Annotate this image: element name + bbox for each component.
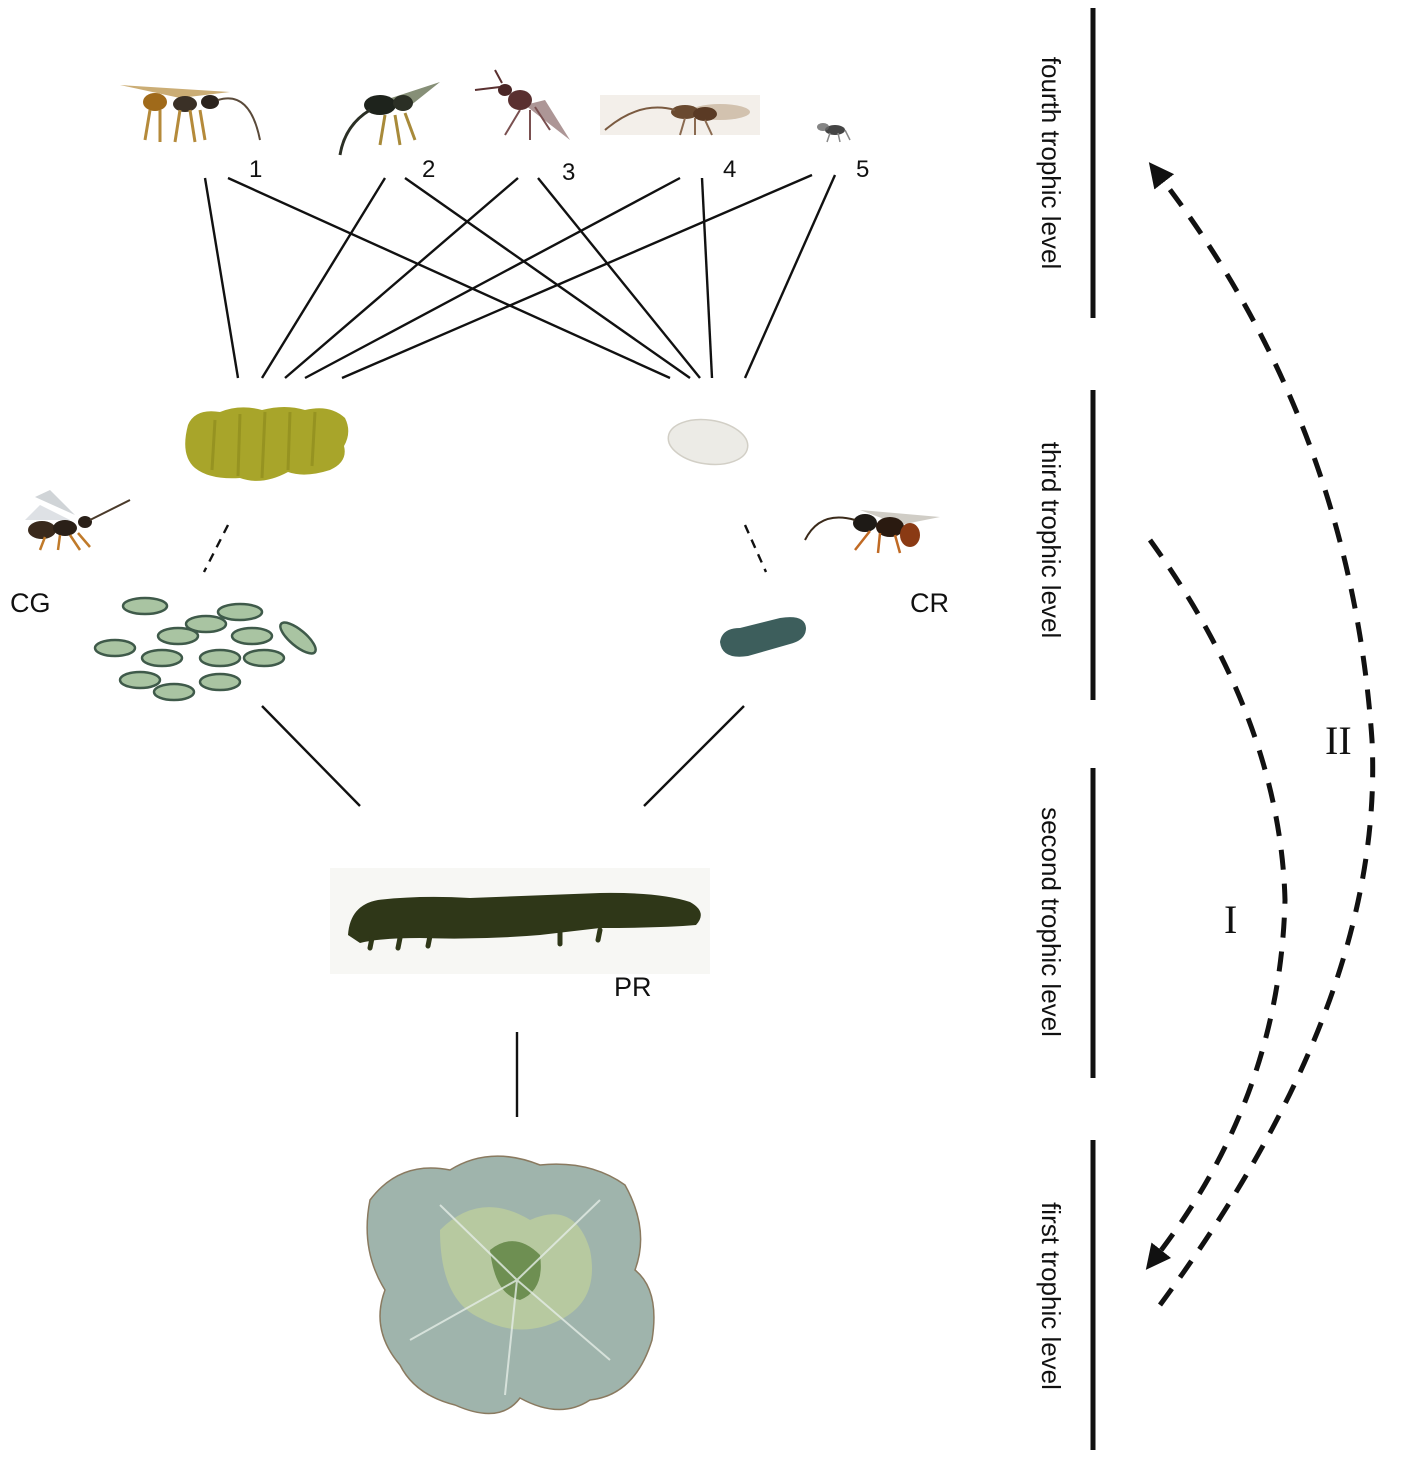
hyperparasitoid-3-image	[474, 69, 570, 140]
link-5-to-cg	[341, 173, 813, 380]
cg-dashed-link	[202, 524, 230, 573]
pr-caterpillar-image	[330, 868, 710, 974]
cr-larva-image	[720, 617, 806, 657]
hyperparasitoid-2-image	[338, 82, 440, 156]
species-number-1: 1	[249, 156, 262, 183]
cg-cocoon-mass-image	[185, 407, 349, 481]
hyperparasitoid-4-image	[600, 95, 760, 136]
cg-to-pr-link	[261, 705, 361, 807]
pr-label: PR	[614, 972, 652, 1002]
link-4-to-cr	[700, 177, 714, 379]
second-trophic-level-label: second trophic level	[1036, 807, 1066, 1037]
link-4-to-cg	[304, 176, 681, 380]
first-trophic-level-label: first trophic level	[1036, 1202, 1066, 1390]
link-3-to-cr	[537, 177, 701, 379]
link-2-to-cr	[404, 177, 691, 379]
link-1-to-cr	[227, 176, 671, 380]
third-trophic-level-label: third trophic level	[1036, 442, 1066, 639]
cr-to-pr-link	[643, 705, 745, 807]
species-number-2: 2	[422, 156, 435, 183]
hyperparasitoid-links	[203, 173, 837, 380]
cr-adult-wasp-image	[804, 510, 940, 554]
link-2-to-cg	[260, 177, 387, 379]
cr-dashed-link	[743, 524, 768, 573]
interaction-arrow-ii	[1148, 162, 1376, 1307]
arrow-i-label: I	[1224, 897, 1237, 942]
fourth-trophic-level-label: fourth trophic level	[1036, 57, 1066, 269]
link-1-to-cg	[203, 177, 240, 379]
cr-label: CR	[910, 588, 949, 618]
link-5-to-cr	[743, 174, 837, 379]
cg-label: CG	[10, 588, 51, 618]
hyperparasitoid-1-image	[120, 85, 261, 143]
cg-adult-wasp-image	[25, 490, 131, 551]
cr-cocoon-image	[667, 418, 749, 466]
hyperparasitoid-5-image	[817, 123, 851, 143]
cg-larvae-cluster-image	[93, 596, 317, 702]
species-number-5: 5	[856, 156, 869, 183]
interaction-arrow-i	[1145, 538, 1288, 1270]
arrow-ii-label: II	[1325, 718, 1352, 763]
cabbage-plant-image	[366, 1155, 655, 1415]
link-3-to-cg	[284, 177, 519, 379]
species-number-3: 3	[562, 159, 575, 186]
species-number-4: 4	[723, 156, 736, 183]
